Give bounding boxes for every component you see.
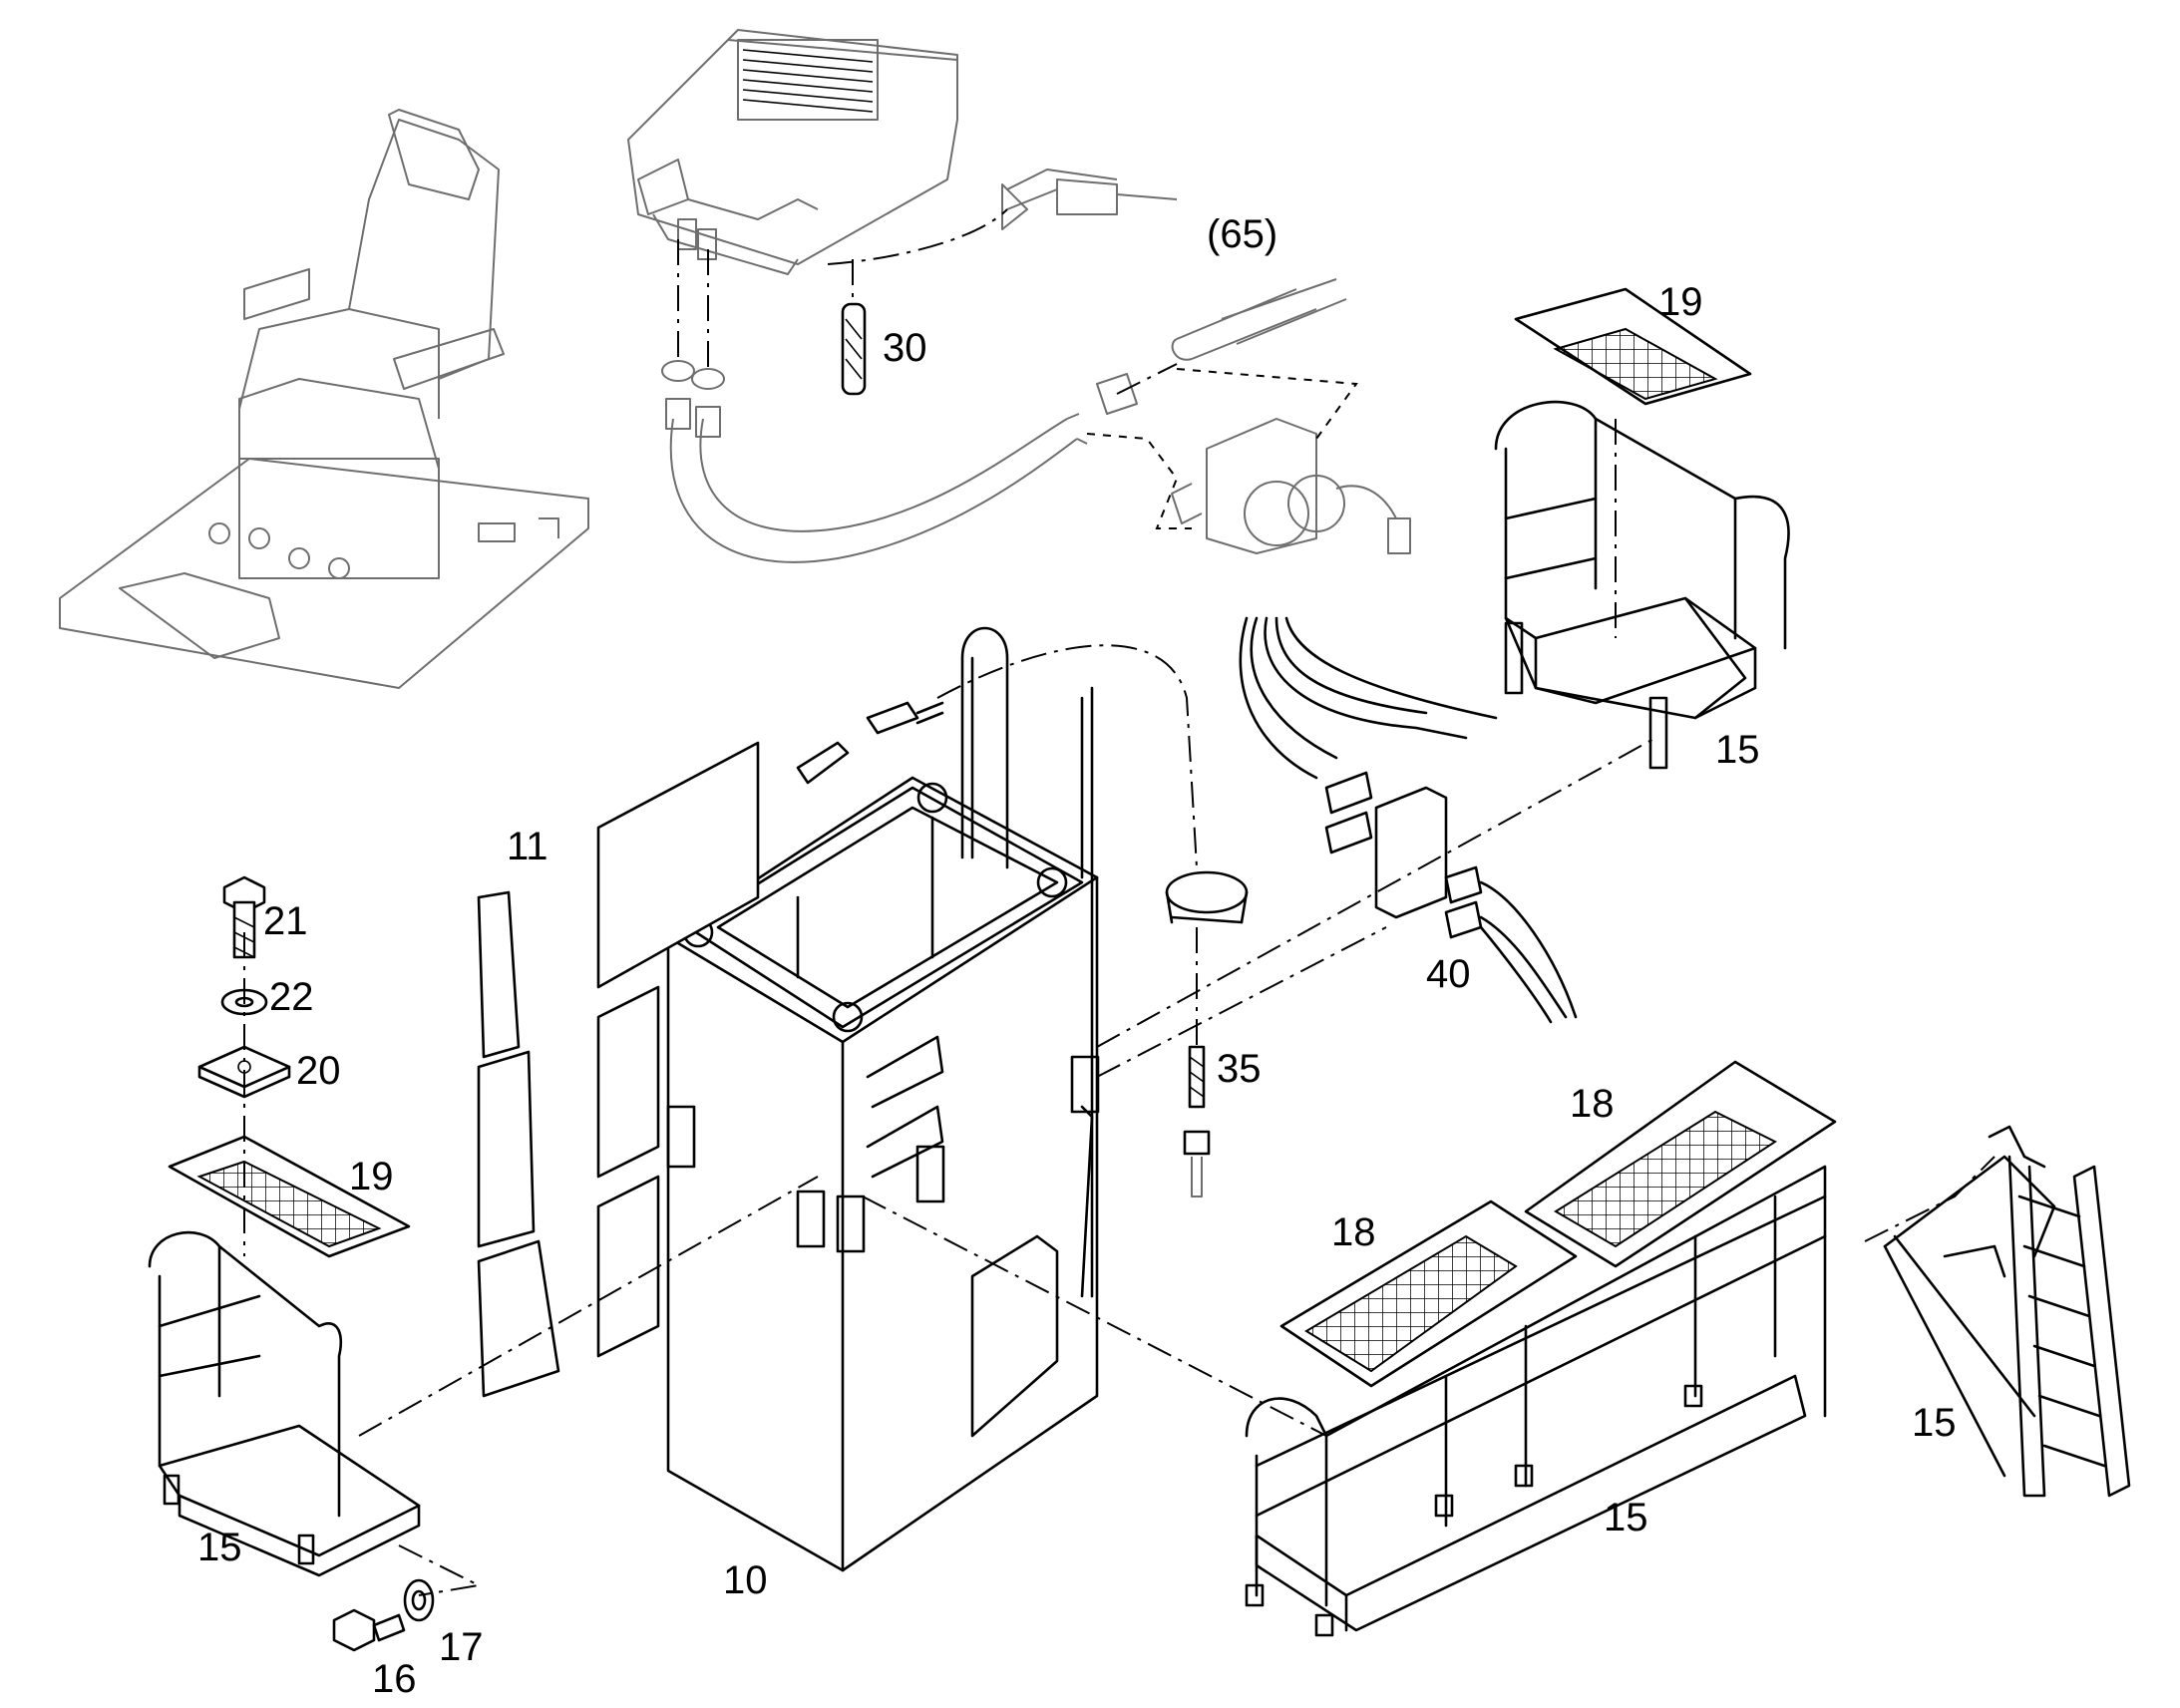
- cab-base-part-10: [666, 626, 1100, 1572]
- callout-19-left: 19: [349, 1155, 394, 1198]
- callout-19-top: 19: [1658, 280, 1703, 324]
- callout-labels: (65) 30 19 15 11 21 22 20 19 40 35 18 18…: [197, 212, 1957, 1701]
- bolt-part-21: [222, 875, 266, 959]
- callout-65: (65): [1207, 212, 1277, 256]
- electrical-valve-assembly: [1171, 418, 1411, 554]
- fitting-part-35: [1183, 927, 1211, 1197]
- callout-20: 20: [296, 1049, 341, 1093]
- callout-40: 40: [1426, 952, 1471, 996]
- callout-15-top-right: 15: [1715, 728, 1760, 772]
- callout-17: 17: [439, 1625, 484, 1669]
- callout-21: 21: [263, 899, 308, 943]
- platform-railing-part-15-bottom-right: [1245, 1060, 1837, 1637]
- callout-11: 11: [507, 825, 548, 868]
- assembly-guide-lines: [243, 419, 1996, 1596]
- callout-35: 35: [1217, 1047, 1262, 1091]
- ladder-part-15: [1883, 1125, 2131, 1498]
- assembly-guide-lines-top: [677, 208, 1358, 529]
- panel-set-part-11: [477, 741, 760, 1398]
- callout-18-left: 18: [1331, 1210, 1376, 1254]
- callout-15-left: 15: [197, 1526, 242, 1569]
- callout-16: 16: [372, 1657, 417, 1701]
- platform-railing-part-15-left: [148, 1135, 421, 1577]
- callout-15-ladder: 15: [1912, 1401, 1957, 1445]
- bolt-fitting: [796, 644, 1198, 868]
- bolt-part-16: [332, 1608, 406, 1652]
- washer-part-17: [403, 1578, 435, 1622]
- callout-15-bottom-right: 15: [1604, 1496, 1648, 1539]
- callout-30: 30: [883, 326, 927, 370]
- pipe-clamp: [1165, 870, 1249, 924]
- wiring-harness-part-40: [1239, 616, 1578, 1024]
- heater-hose-assembly: [661, 169, 1347, 563]
- operator-seat: [59, 109, 589, 689]
- callout-10: 10: [723, 1558, 768, 1602]
- air-conditioning-unit: [627, 29, 958, 275]
- platform-railing-part-15-top-right: [1494, 287, 1790, 770]
- callout-22: 22: [269, 975, 314, 1019]
- callout-18-right: 18: [1570, 1082, 1615, 1126]
- plate-part-20: [197, 1045, 291, 1099]
- hose-part-30: [841, 302, 867, 396]
